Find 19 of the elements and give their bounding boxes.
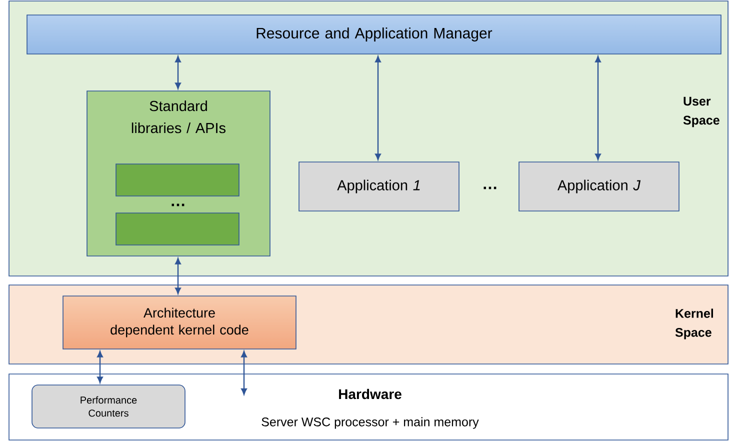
- application-box: Application 1: [298, 162, 460, 212]
- arrow: [375, 56, 381, 160]
- panel-text: Server WSC processor + main memory: [262, 417, 479, 429]
- arrow: [595, 56, 601, 160]
- manager-bar: Resource and Application Manager: [26, 14, 722, 54]
- panel-heading: User Space: [683, 96, 720, 128]
- counter-box: Performance Counters: [32, 384, 186, 428]
- arrow: [241, 350, 247, 395]
- library-entry-box: [116, 212, 240, 246]
- panel-heading: Kernel Space: [675, 308, 713, 340]
- panel-heading: Hardware: [339, 388, 402, 400]
- arrow: [175, 56, 181, 90]
- application-box: Application J: [518, 162, 680, 212]
- arrow: [175, 258, 181, 294]
- ellipsis: …: [484, 186, 496, 190]
- kernel-code-box: Architecture dependent kernel code: [62, 296, 296, 350]
- arrow: [97, 350, 103, 384]
- ellipsis: …: [172, 204, 184, 206]
- library-entry-box: [116, 164, 240, 196]
